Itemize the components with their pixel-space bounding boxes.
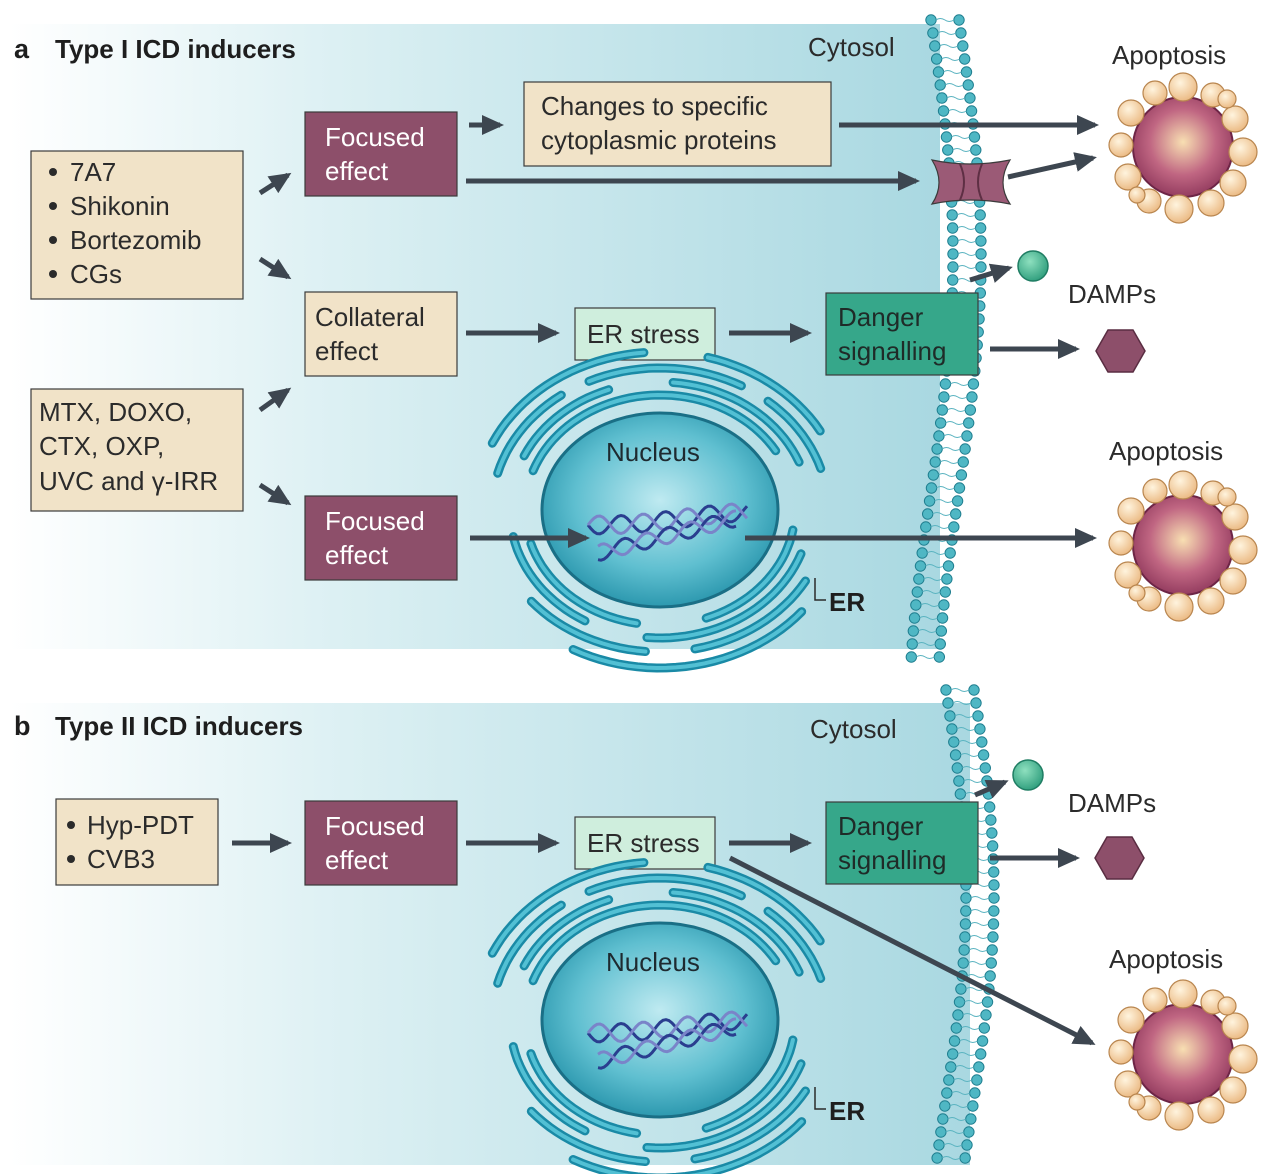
bullet-icon: [49, 202, 57, 210]
damps-label: DAMPs: [1068, 279, 1156, 309]
arrow: [258, 256, 292, 280]
panel-letter-a: a: [14, 34, 30, 64]
inducer-item: CGs: [70, 259, 122, 289]
dna-helix-icon: [586, 502, 749, 562]
panel-a: a Type I ICD inducers Cytosol 7A7 Shikon…: [10, 14, 1258, 673]
inducer-item: Bortezomib: [70, 225, 202, 255]
danger-signalling-label: signalling: [838, 336, 946, 366]
sphere-damp-icon: [1012, 759, 1044, 791]
inducer-item: 7A7: [70, 157, 116, 187]
endoplasmic-reticulum-b: [487, 858, 826, 1174]
inducer-box-type1: [30, 150, 244, 300]
focused-effect-label: Focused: [325, 506, 425, 536]
inducer-item: Hyp-PDT: [87, 810, 194, 840]
damps-label: DAMPs: [1068, 788, 1156, 818]
focused-effect-label: effect: [325, 845, 389, 875]
arrows-b: [232, 779, 1096, 1046]
danger-signalling-box-a: [825, 292, 979, 376]
apoptotic-cell-icon: [1108, 470, 1258, 622]
dna-helix-icon: [586, 1010, 749, 1070]
arrow: [969, 263, 1013, 283]
cytosol-label-a: Cytosol: [808, 32, 895, 62]
apoptotic-cell-icon: [1108, 72, 1258, 224]
arrow: [974, 779, 1009, 799]
inducer-line: CTX, OXP,: [39, 431, 164, 461]
inducer-line: MTX, DOXO,: [39, 397, 192, 427]
nucleus-label: Nucleus: [606, 437, 700, 467]
sphere-damp-icon: [1017, 250, 1049, 282]
collateral-effect-box: [304, 291, 458, 377]
focused-effect-box-top: [304, 111, 458, 197]
collateral-effect-label: effect: [315, 336, 379, 366]
arrows-a: [258, 115, 1099, 548]
focused-effect-box-b: [304, 800, 458, 886]
arrow: [1007, 152, 1097, 180]
danger-signalling-label: Danger: [838, 302, 924, 332]
plasma-membrane-b: [931, 684, 1000, 1164]
hexagon-damp-icon: [1094, 836, 1145, 880]
bullet-icon: [49, 236, 57, 244]
focused-effect-label: Focused: [325, 811, 425, 841]
focused-effect-label: effect: [325, 540, 389, 570]
bullet-icon: [49, 168, 57, 176]
arrow: [258, 482, 292, 506]
inducer-line: UVC and γ-IRR: [39, 466, 218, 496]
inducer-box-type2: [55, 798, 219, 886]
danger-signalling-label: Danger: [838, 811, 924, 841]
inducer-item: CVB3: [87, 844, 155, 874]
bullet-icon: [67, 855, 75, 863]
er-leader-line: [814, 578, 826, 601]
er-leader-line: [814, 1087, 826, 1110]
arrow: [258, 387, 292, 413]
panel-title-b: Type II ICD inducers: [55, 711, 303, 741]
cytosol-label-b: Cytosol: [810, 714, 897, 744]
nucleus-a: [540, 411, 780, 609]
panel-title-a: Type I ICD inducers: [55, 34, 296, 64]
bullet-icon: [67, 821, 75, 829]
inducer-list-type1: 7A7 Shikonin Bortezomib CGs: [49, 157, 202, 289]
focused-effect-box-bottom: [304, 495, 458, 581]
er-label: ER: [829, 587, 865, 617]
cytosol-region-b: [10, 703, 970, 1165]
inducer-box-type1-chemo: [30, 388, 244, 512]
arrow: [258, 172, 292, 196]
membrane-channel-icon: [930, 159, 1012, 205]
collateral-effect-label: Collateral: [315, 302, 425, 332]
er-stress-label: ER stress: [587, 319, 700, 349]
inducer-item: Shikonin: [70, 191, 170, 221]
panel-b: b Type II ICD inducers Cytosol Hyp-PDT C…: [10, 684, 1258, 1174]
apoptosis-label: Apoptosis: [1112, 40, 1226, 70]
er-stress-label: ER stress: [587, 828, 700, 858]
arrow: [728, 855, 1096, 1046]
bullet-icon: [49, 270, 57, 278]
er-label: ER: [829, 1096, 865, 1126]
panel-letter-b: b: [14, 711, 31, 741]
focused-effect-label: Focused: [325, 122, 425, 152]
cytoplasmic-proteins-label: Changes to specific: [541, 91, 768, 121]
cytoplasmic-proteins-label: cytoplasmic proteins: [541, 125, 777, 155]
apoptosis-label: Apoptosis: [1109, 944, 1223, 974]
danger-signalling-box-b: [825, 801, 979, 885]
endoplasmic-reticulum-a: [487, 348, 826, 673]
apoptosis-label: Apoptosis: [1109, 436, 1223, 466]
focused-effect-label: effect: [325, 156, 389, 186]
cytoplasmic-proteins-box: [523, 81, 832, 167]
apoptotic-cell-icon: [1108, 979, 1258, 1131]
danger-signalling-label: signalling: [838, 845, 946, 875]
nucleus-label: Nucleus: [606, 947, 700, 977]
hexagon-damp-icon: [1095, 329, 1146, 373]
